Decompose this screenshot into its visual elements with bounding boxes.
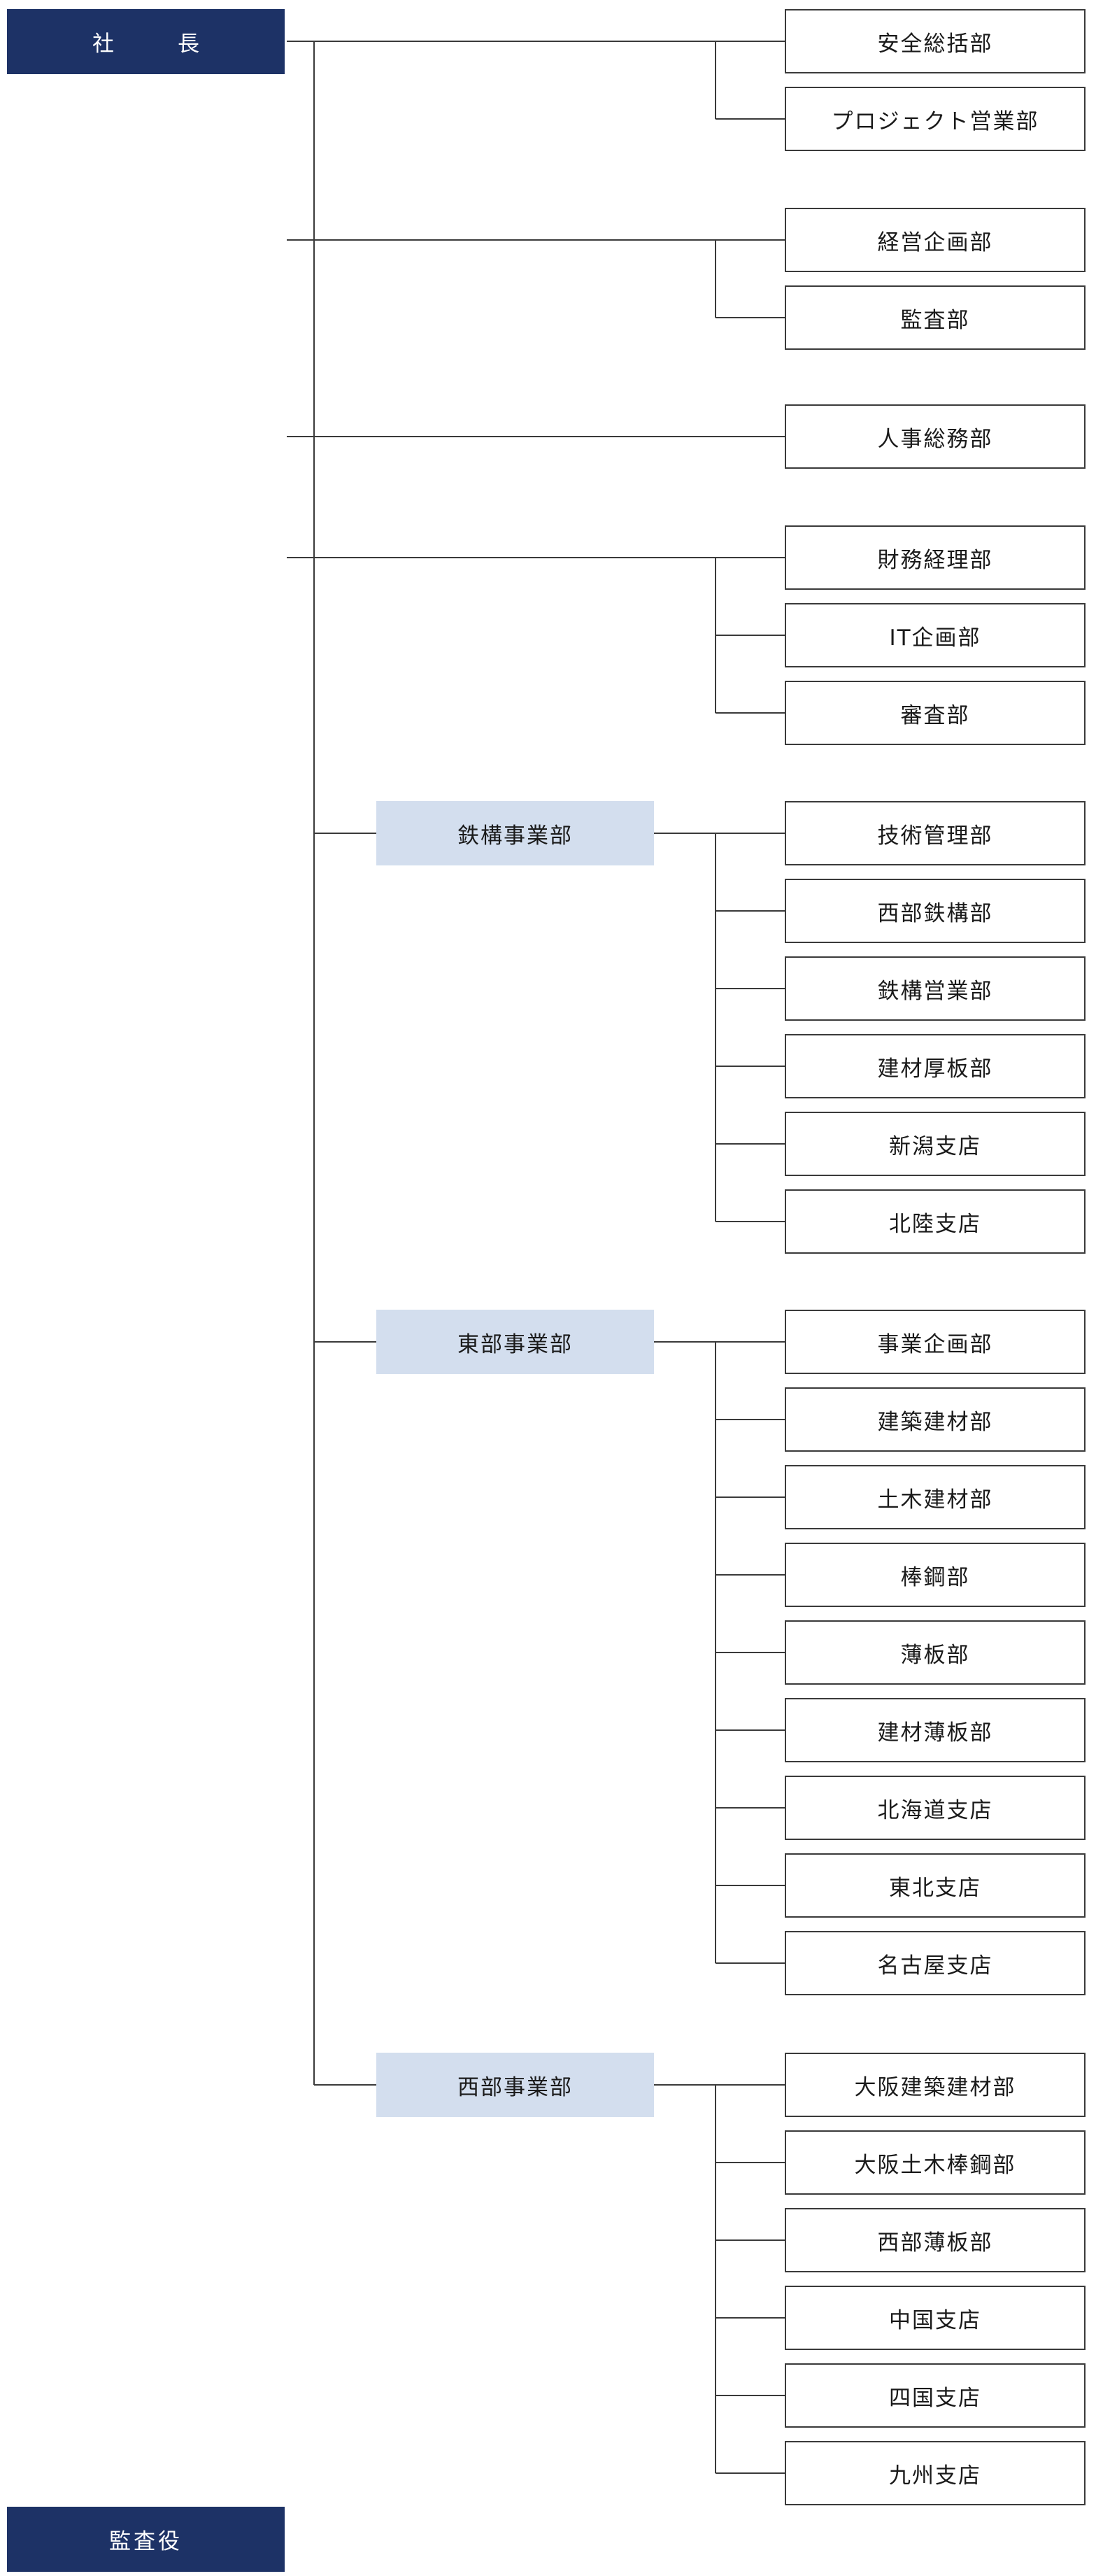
department-box: 西部薄板部 (785, 2208, 1086, 2272)
president-box: 社 長 (7, 9, 285, 74)
department-box: プロジェクト営業部 (785, 87, 1086, 151)
department-box: 棒鋼部 (785, 1543, 1086, 1607)
department-box: 薄板部 (785, 1620, 1086, 1685)
department-box: 安全総括部 (785, 9, 1086, 73)
department-box: 財務経理部 (785, 525, 1086, 590)
department-box: 大阪土木棒鋼部 (785, 2130, 1086, 2195)
department-box: 鉄構営業部 (785, 956, 1086, 1021)
department-box: 技術管理部 (785, 801, 1086, 865)
department-box: 建材薄板部 (785, 1698, 1086, 1762)
division-box: 鉄構事業部 (376, 801, 654, 865)
department-box: 九州支店 (785, 2441, 1086, 2505)
department-box: 名古屋支店 (785, 1931, 1086, 1995)
department-box: 中国支店 (785, 2286, 1086, 2350)
auditor-box: 監査役 (7, 2507, 285, 2572)
department-box: 経営企画部 (785, 208, 1086, 272)
division-box: 西部事業部 (376, 2053, 654, 2117)
department-box: 北陸支店 (785, 1189, 1086, 1254)
department-box: 四国支店 (785, 2363, 1086, 2428)
department-box: 建築建材部 (785, 1387, 1086, 1452)
department-box: 北海道支店 (785, 1776, 1086, 1840)
department-box: 新潟支店 (785, 1112, 1086, 1176)
department-box: 東北支店 (785, 1853, 1086, 1918)
division-box: 東部事業部 (376, 1310, 654, 1374)
department-box: 人事総務部 (785, 404, 1086, 469)
department-box: 建材厚板部 (785, 1034, 1086, 1098)
department-box: 事業企画部 (785, 1310, 1086, 1374)
department-box: 大阪建築建材部 (785, 2053, 1086, 2117)
department-box: IT企画部 (785, 603, 1086, 667)
department-box: 土木建材部 (785, 1465, 1086, 1529)
department-box: 監査部 (785, 285, 1086, 350)
department-box: 審査部 (785, 681, 1086, 745)
department-box: 西部鉄構部 (785, 879, 1086, 943)
